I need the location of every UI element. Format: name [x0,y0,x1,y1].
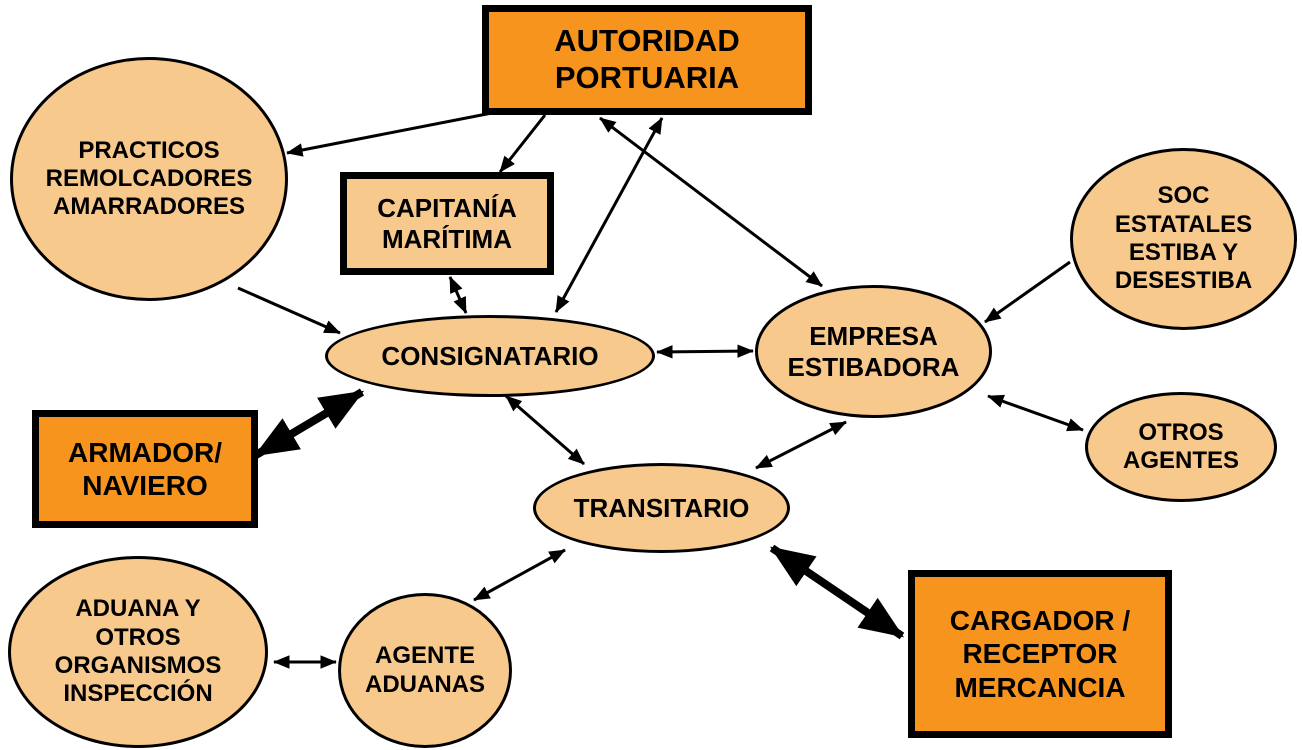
node-autoridad-portuaria: AUTORIDAD PORTUARIA [482,5,812,115]
node-label-practicos-remolcadores-amarradores: PRACTICOS REMOLCADORES AMARRADORES [45,136,253,221]
edge-autoridad-to-practicos [286,110,498,157]
node-label-armador-naviero: ARMADOR/ NAVIERO [68,436,222,501]
node-label-transitario: TRANSITARIO [573,492,750,523]
node-aduana-otros-organismos-inspeccion: ADUANA Y OTROS ORGANISMOS INSPECCIÓN [8,556,268,748]
node-label-agente-aduanas: AGENTE ADUANAS [365,642,485,698]
node-practicos-remolcadores-amarradores: PRACTICOS REMOLCADORES AMARRADORES [10,57,288,301]
edge-transitario-agente-aduanas [473,548,566,602]
edge-armador-consignatario [253,388,365,459]
edge-transitario-empresa [755,420,847,470]
node-cargador-receptor-mercancia: CARGADOR / RECEPTOR MERCANCIA [908,570,1172,738]
edge-autoridad-consignatario [554,117,664,313]
edge-consignatario-empresa [656,344,754,359]
node-label-consignatario: CONSIGNATARIO [381,340,599,371]
edge-consignatario-transitario [505,394,585,466]
edge-capitania-consignatario [448,276,468,314]
edge-autoridad-to-capitania [498,114,547,173]
edge-soc-to-empresa-estibadora [984,260,1071,324]
node-label-otros-agentes: OTROS AGENTES [1122,418,1239,474]
node-consignatario: CONSIGNATARIO [325,315,655,397]
node-agente-aduanas: AGENTE ADUANAS [338,593,512,748]
edge-transitario-cargador [769,544,905,640]
node-label-aduana-otros-organismos-inspeccion: ADUANA Y OTROS ORGANISMOS INSPECCIÓN [54,595,222,708]
node-label-cargador-receptor-mercancia: CARGADOR / RECEPTOR MERCANCIA [949,605,1131,703]
node-label-soc-estatales-estiba-desestiba: SOC ESTATALES ESTIBA Y DESESTIBA [1114,182,1253,295]
node-armador-naviero: ARMADOR/ NAVIERO [32,410,258,528]
node-soc-estatales-estiba-desestiba: SOC ESTATALES ESTIBA Y DESESTIBA [1070,148,1297,330]
node-label-autoridad-portuaria: AUTORIDAD PORTUARIA [554,23,740,95]
node-empresa-estibadora: EMPRESA ESTIBADORA [755,285,992,418]
edge-autoridad-empresa-estibadora [599,116,823,288]
edge-empresa-otros-agentes [987,394,1084,432]
node-transitario: TRANSITARIO [533,463,790,553]
node-label-empresa-estibadora: EMPRESA ESTIBADORA [787,320,960,382]
node-capitania-maritima: CAPITANÍA MARÍTIMA [340,172,554,275]
node-label-capitania-maritima: CAPITANÍA MARÍTIMA [377,192,517,254]
node-otros-agentes: OTROS AGENTES [1085,392,1277,502]
edge-practicos-to-consignatario [237,286,341,335]
